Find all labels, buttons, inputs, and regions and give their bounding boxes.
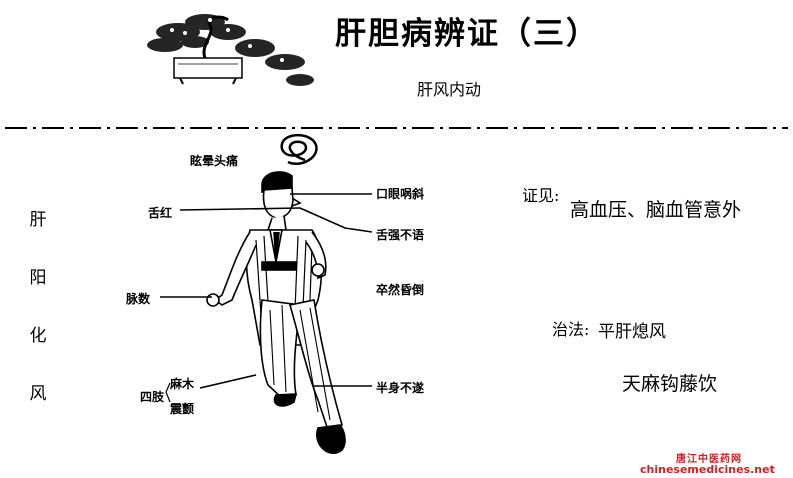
label-tongue-red: 舌红 — [148, 206, 173, 220]
formula-text: 天麻钩藤饮 — [622, 373, 718, 395]
leader-lines — [160, 193, 373, 389]
label-numb: 麻木 — [170, 377, 195, 391]
syndrome-text: 高血压、脑血管意外 — [570, 199, 742, 221]
side-title-char: 风 — [29, 384, 47, 404]
label-pulse: 脉数 — [126, 292, 151, 306]
label-limbs: 四肢 — [140, 390, 165, 404]
page-subtitle: 肝风内动 — [417, 80, 482, 99]
side-title-char: 化 — [29, 326, 47, 346]
watermark-title: 唐江中医药网 — [676, 454, 742, 465]
label-sudden-faint: 卒然昏倒 — [376, 283, 425, 297]
patient-figure — [206, 171, 346, 454]
label-tremor: 震颤 — [170, 402, 195, 416]
treatment-text: 平肝熄风 — [598, 322, 666, 342]
limbs-bracket — [165, 382, 171, 403]
treatment-label: 治法: — [552, 320, 590, 339]
syndrome-label: 证见: — [522, 186, 560, 205]
side-title-char: 阳 — [29, 268, 47, 288]
label-mouth-eye-deviated: 口眼㖞斜 — [376, 187, 425, 201]
watermark-url: chinesemedicines.net — [640, 463, 775, 476]
page-title: 肝胆病辨证（三） — [335, 16, 599, 52]
label-dizzy-headache: 眩晕头痛 — [190, 154, 239, 168]
dizziness-spiral-icon — [280, 133, 318, 165]
label-tongue-stiff: 舌强不语 — [376, 228, 425, 242]
side-title: 肝 阳 化 风 — [26, 205, 50, 437]
bonsai-illustration — [147, 14, 314, 86]
label-hemiplegia: 半身不遂 — [376, 381, 425, 395]
side-title-char: 肝 — [29, 210, 47, 230]
